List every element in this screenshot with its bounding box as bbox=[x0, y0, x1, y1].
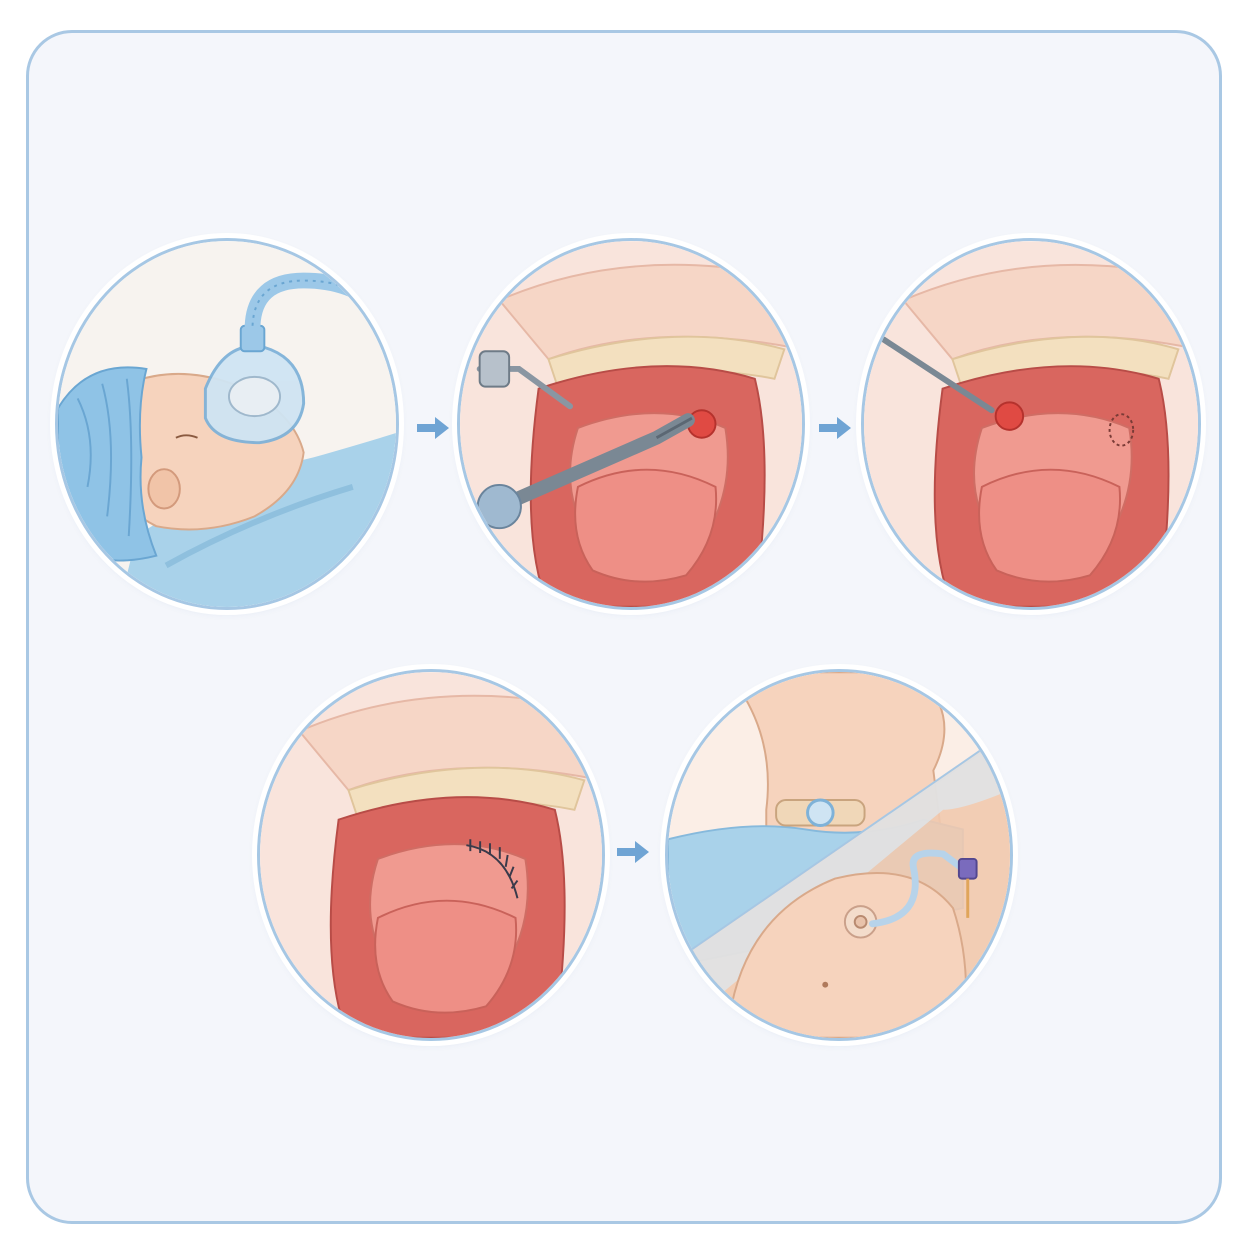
tracheostomy-feeding-tube-illustration bbox=[668, 672, 1010, 1038]
excision-illustration bbox=[864, 241, 1198, 607]
oral-cavity-instruments-illustration bbox=[460, 241, 802, 607]
closed-eye bbox=[175, 434, 198, 439]
feeding-tube bbox=[868, 849, 967, 928]
excised-lesion bbox=[994, 401, 1025, 431]
step-4-suture-panel bbox=[257, 669, 605, 1041]
sutured-repair-illustration bbox=[260, 672, 602, 1038]
grasper-instrument bbox=[880, 336, 995, 414]
step-2-instrument-approach-panel bbox=[457, 238, 805, 610]
tracheostomy-tube bbox=[806, 798, 835, 827]
step-5-recovery-panel bbox=[665, 669, 1013, 1041]
arrow-right-icon bbox=[615, 839, 651, 865]
suture-line bbox=[466, 844, 519, 899]
step-1-anesthesia-panel bbox=[55, 238, 399, 610]
diagram-frame bbox=[26, 30, 1222, 1224]
ear bbox=[147, 468, 181, 510]
step-3-excision-panel bbox=[861, 238, 1201, 610]
anesthesia-illustration bbox=[58, 241, 396, 607]
feeding-tube-connector bbox=[957, 857, 978, 880]
arrow-right-icon bbox=[817, 415, 853, 441]
navel bbox=[822, 981, 829, 988]
arrow-right-icon bbox=[415, 415, 451, 441]
surgical-cap bbox=[58, 366, 158, 562]
